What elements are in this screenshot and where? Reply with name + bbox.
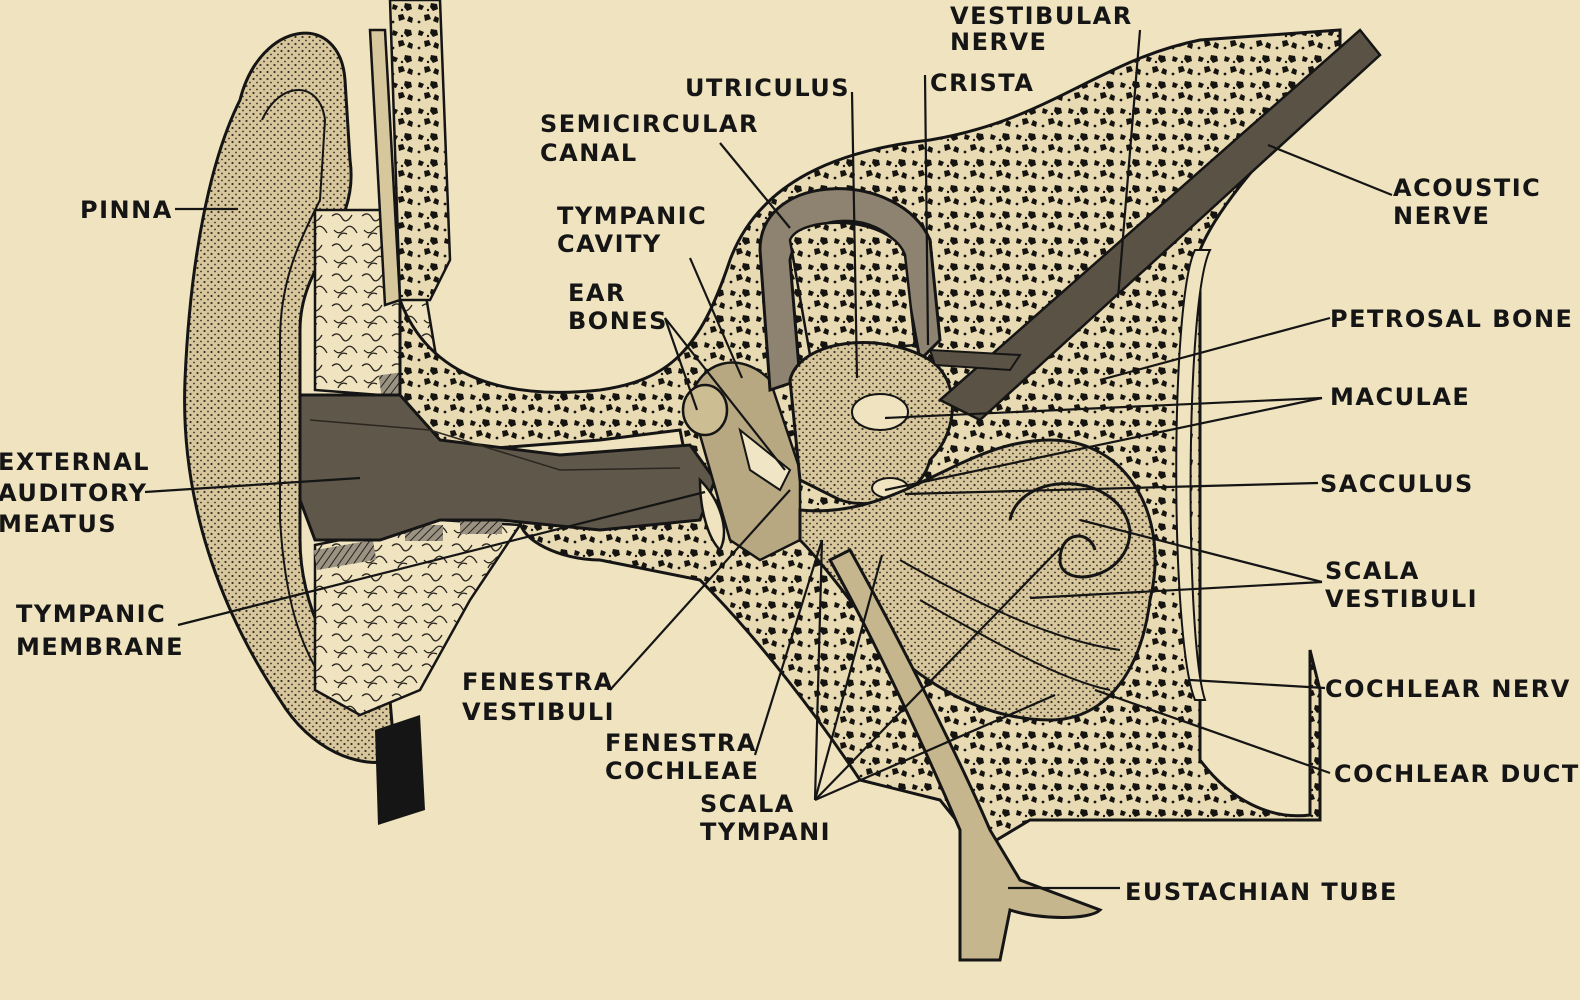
label-scala-tympani-line-2: TYMPANI [700, 818, 831, 846]
auditory-canal [298, 393, 717, 542]
label-sacculus: SACCULUS [1320, 470, 1474, 498]
label-tympanic-membrane-line-1: TYMPANIC [16, 600, 166, 628]
label-acoustic-nerve-line-2: NERVE [1393, 202, 1490, 230]
label-scala-vestibuli-line-1: SCALA [1325, 557, 1420, 585]
leader-lines [144, 29, 1393, 890]
label-tympanic-cavity-line-2: CAVITY [557, 230, 662, 258]
label-fenestra-vestibuli-line-2: VESTIBULI [462, 698, 615, 726]
label-eustachian-tube: EUSTACHIAN TUBE [1125, 878, 1398, 906]
label-ear-bones-line-2: BONES [568, 307, 668, 335]
label-utriculus: UTRICULUS [685, 74, 850, 102]
label-semicircular-canal-line-2: CANAL [540, 139, 638, 167]
label-tympanic-cavity-line-1: TYMPANIC [557, 202, 707, 230]
label-vestibular-nerve-line-2: NERVE [950, 28, 1047, 56]
label-external-line-3: MEATUS [0, 510, 117, 538]
label-cochlear-nerve: COCHLEAR NERV [1325, 675, 1571, 703]
label-ear-bones-line-1: EAR [568, 279, 626, 307]
label-petrosal-bone: PETROSAL BONE [1330, 305, 1573, 333]
label-scala-tympani-line-1: SCALA [700, 790, 795, 818]
label-crista: CRISTA [930, 69, 1034, 97]
label-fenestra-cochleae-line-2: COCHLEAE [605, 757, 759, 785]
label-pinna: PINNA [80, 196, 173, 224]
label-scala-vestibuli-line-2: VESTIBULI [1325, 585, 1478, 613]
label-fenestra-vestibuli-line-1: FENESTRA [462, 668, 614, 696]
label-maculae: MACULAE [1330, 383, 1470, 411]
label-semicircular-canal-line-1: SEMICIRCULAR [540, 110, 759, 138]
label-external-line-2: AUDITORY [0, 479, 148, 507]
label-fenestra-cochleae-line-1: FENESTRA [605, 729, 757, 757]
label-external-line-1: EXTERNAL [0, 448, 150, 476]
eustachian-tube-shape [827, 548, 1103, 962]
label-cochlear-duct: COCHLEAR DUCT [1334, 760, 1580, 788]
label-vestibular-nerve-line-1: VESTIBULAR [950, 2, 1133, 30]
label-acoustic-nerve-line-1: ACOUSTIC [1393, 174, 1541, 202]
label-tympanic-membrane-line-2: MEMBRANE [16, 633, 184, 661]
